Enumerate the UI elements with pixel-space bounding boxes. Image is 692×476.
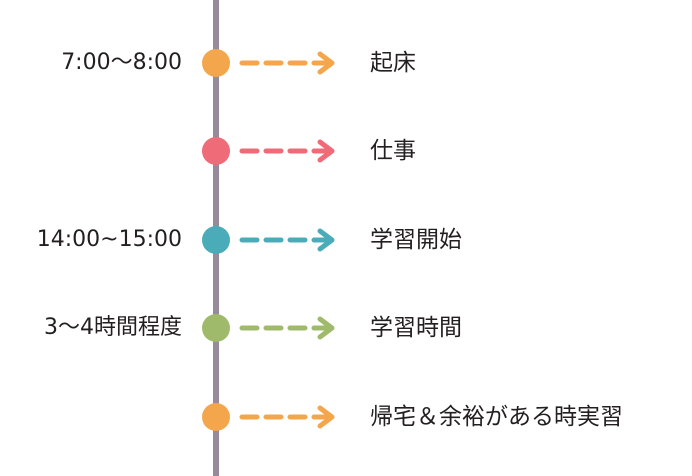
dashed-arrow-icon <box>239 139 335 163</box>
event-label: 帰宅＆余裕がある時実習 <box>370 404 623 430</box>
event-time: 7:00〜8:00 <box>61 50 182 75</box>
event-label: 学習開始 <box>370 227 462 253</box>
timeline-dot <box>202 49 230 77</box>
timeline-dot <box>202 314 230 342</box>
timeline-dot <box>202 403 230 431</box>
timeline-row: 3〜4時間程度 学習時間 <box>0 308 692 348</box>
dashed-arrow-icon <box>239 51 335 75</box>
timeline-row: 仕事 <box>0 131 692 171</box>
event-label: 起床 <box>370 50 416 76</box>
timeline-dot <box>202 226 230 254</box>
timeline-row: 7:00〜8:00 起床 <box>0 43 692 83</box>
timeline-row: 14:00~15:00 学習開始 <box>0 220 692 260</box>
event-time: 3〜4時間程度 <box>44 315 182 340</box>
event-label: 仕事 <box>370 138 416 164</box>
event-label: 学習時間 <box>370 315 462 341</box>
dashed-arrow-icon <box>239 228 335 252</box>
timeline-dot <box>202 137 230 165</box>
dashed-arrow-icon <box>239 405 335 429</box>
event-time: 14:00~15:00 <box>36 227 182 252</box>
dashed-arrow-icon <box>239 316 335 340</box>
timeline-row: 帰宅＆余裕がある時実習 <box>0 397 692 437</box>
